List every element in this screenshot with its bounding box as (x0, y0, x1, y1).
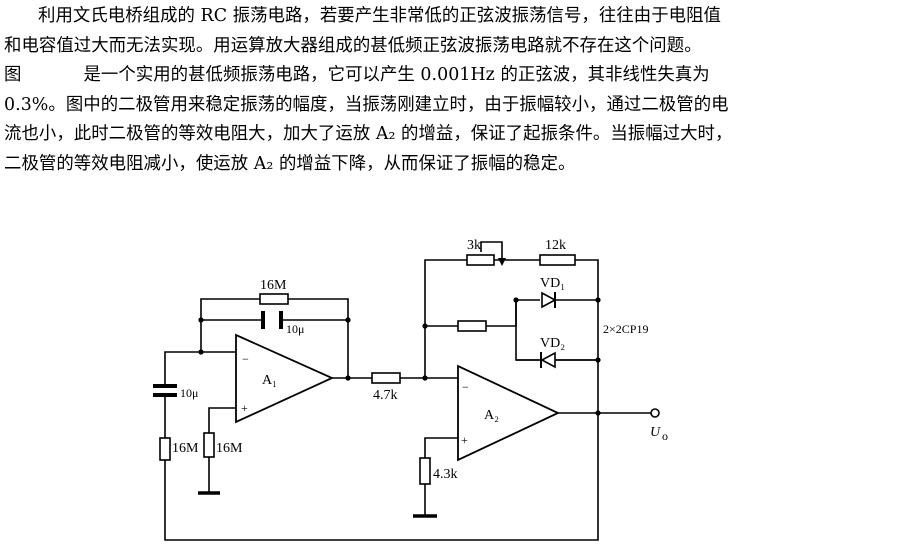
label-16m-left: 16M (172, 441, 199, 456)
label-output: U (650, 425, 661, 440)
labels: 16M 10μ 10μ 16M 16M 4.7k 3k 12k 4.3k VD₁… (172, 238, 668, 482)
label-12k: 12k (545, 238, 566, 253)
paragraph-line-rest: 是一个实用的甚低频振荡电路，它可以产生 0.001Hz 的正弦波，其非线性失真为 (83, 65, 710, 85)
paragraph-line: 利用文氏电桥组成的 RC 振荡电路，若要产生非常低的正弦波振荡信号，往往由于电阻… (38, 6, 721, 26)
diode-vd2 (540, 351, 556, 369)
label-10u-left: 10μ (180, 386, 198, 400)
pot-arrow (498, 258, 506, 266)
label-16m-top: 16M (260, 278, 287, 293)
label-diodes: 2×2CP19 (603, 322, 648, 336)
label-16m-mid: 16M (216, 441, 243, 456)
ground-symbols (198, 491, 437, 518)
resistor-4-3k (419, 457, 431, 485)
label-10u-top: 10μ (286, 322, 304, 336)
label-vd1: VD₁ (540, 276, 565, 291)
label-a2: A₂ (484, 408, 499, 423)
label-a1-plus: + (241, 401, 248, 415)
paragraph-line: 和电容值过大而无法实现。用运算放大器组成的甚低频正弦波振荡电路就不存在这个问题。 (4, 35, 702, 56)
label-a2-plus: + (461, 433, 468, 447)
junction-dots (198, 297, 601, 416)
label-output-sub: o (662, 429, 668, 443)
op-amp-a2 (457, 364, 561, 462)
capacitors (153, 311, 283, 397)
resistor-16m-top (259, 293, 289, 305)
paragraph-line: 二极管的等效电阻减小，使运放 A₂ 的增益下降，从而保证了振幅的稳定。 (4, 153, 576, 174)
resistor-4-7k (371, 372, 401, 384)
paragraph-line: 图 是一个实用的甚低频振荡电路，它可以产生 0.001Hz 的正弦波，其非线性失真… (4, 61, 900, 91)
resistor-unlabeled (457, 320, 487, 332)
paragraph-line: 流也小，此时二极管的等效电阻大，加大了运放 A₂ 的增益，保证了起振条件。当振幅… (4, 124, 733, 144)
diodes (540, 291, 557, 369)
label-a1-minus: − (242, 352, 249, 366)
paragraph: 利用文氏电桥组成的 RC 振荡电路，若要产生非常低的正弦波振荡信号，往往由于电阻… (4, 2, 900, 179)
wires (164, 241, 651, 541)
diode-vd1 (541, 291, 557, 309)
label-a2-minus: − (462, 380, 469, 394)
label-a1: A₁ (262, 373, 277, 388)
label-4-3k: 4.3k (433, 467, 458, 482)
output-terminal (650, 408, 660, 418)
label-3k: 3k (467, 238, 481, 253)
op-amp-a1 (235, 333, 335, 424)
label-4-7k: 4.7k (373, 388, 398, 403)
resistor-16m-mid (203, 432, 215, 458)
resistor-12k (539, 254, 576, 266)
resistors (159, 254, 576, 485)
figure-ref: 图 (4, 65, 22, 85)
resistor-3k (466, 254, 495, 266)
paragraph-line: 0.3%。图中的二极管用来稳定振荡的幅度，当振荡刚建立时，由于振幅较小，通过二极… (4, 94, 729, 115)
resistor-16m-left (159, 437, 171, 461)
label-vd2: VD₂ (540, 336, 565, 351)
